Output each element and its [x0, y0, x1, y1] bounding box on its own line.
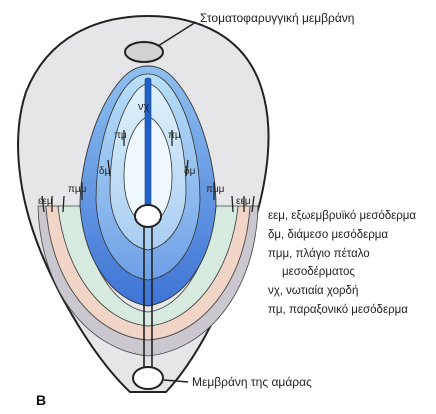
legend-item-eem: εεμ, εξωεμβρυϊκό μεσόδερμα — [268, 210, 416, 222]
label-pm-right: πμ — [168, 130, 181, 141]
notochord — [145, 78, 151, 216]
label-pm-left: πμ — [114, 130, 127, 141]
label-ppm-right: πμμ — [206, 184, 225, 195]
legend-item-pm: πμ, παραξονικό μεσόδερμα — [268, 304, 408, 316]
label-eem-left: εεμ — [38, 196, 53, 207]
label-nx: νχ — [138, 101, 150, 113]
label-cloacal-membrane: Μεμβράνη της αμάρας — [192, 375, 312, 389]
label-ppm-left: πμμ — [68, 184, 87, 195]
legend-item-nx: νχ, νωτιαία χορδή — [268, 285, 358, 297]
label-oropharyngeal-membrane: Στοματοφαρυγγική μεμβράνη — [200, 11, 354, 25]
oropharyngeal-membrane — [125, 42, 163, 62]
label-dm-right: δμ — [184, 166, 196, 177]
label-eem-right: εεμ — [236, 196, 251, 207]
primitive-node — [135, 205, 161, 227]
panel-letter: B — [36, 392, 46, 408]
legend-item-dm: δμ, διάμεσο μεσόδερμα — [268, 229, 388, 241]
label-dm-left: δμ — [99, 166, 111, 177]
legend-item-ppm-cont: μεσοδέρματος — [282, 266, 355, 278]
cloacal-membrane — [133, 367, 163, 389]
legend-item-ppm: πμμ, πλάγιο πέταλο — [268, 248, 370, 260]
